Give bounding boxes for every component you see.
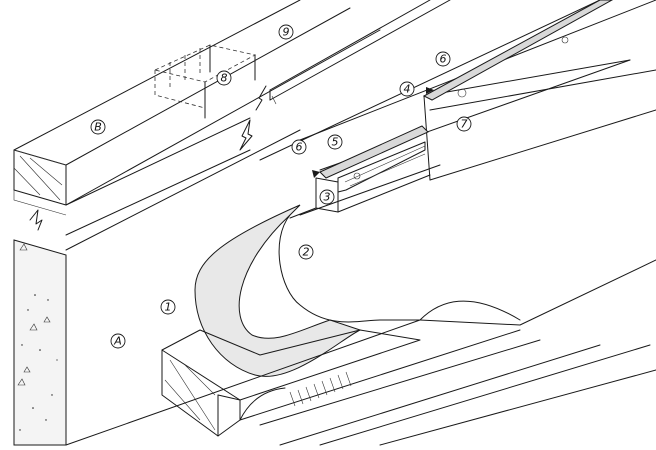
callout-4: 4 — [399, 81, 415, 97]
svg-text:7: 7 — [461, 118, 468, 131]
svg-text:8: 8 — [221, 72, 228, 85]
callout-9: 9 — [278, 24, 294, 40]
upper-layers — [269, 0, 451, 105]
callout-7: 7 — [456, 116, 472, 132]
svg-text:6: 6 — [440, 53, 447, 66]
svg-text:5: 5 — [332, 136, 339, 149]
callout-6-upper: 6 — [435, 51, 451, 67]
callout-A: A — [110, 333, 126, 349]
concrete-wall — [13, 239, 67, 446]
callout-8: 8 — [216, 70, 232, 86]
svg-text:3: 3 — [324, 191, 331, 204]
callout-6-lower: 6 — [291, 139, 307, 155]
svg-text:9: 9 — [283, 26, 290, 39]
callout-1: 1 — [160, 299, 176, 315]
top-blocking — [13, 0, 381, 216]
membrane — [194, 164, 656, 377]
coping-assembly — [289, 0, 656, 219]
lower-nailer — [161, 329, 421, 437]
callout-5: 5 — [327, 134, 343, 150]
hidden-blocking — [153, 44, 257, 119]
callout-B: B — [90, 119, 106, 135]
svg-text:4: 4 — [404, 83, 411, 96]
svg-text:B: B — [94, 121, 102, 134]
svg-text:2: 2 — [303, 246, 310, 259]
svg-text:6: 6 — [296, 141, 303, 154]
callout-3: 3 — [319, 189, 335, 205]
svg-text:1: 1 — [165, 301, 172, 314]
callout-2: 2 — [298, 244, 314, 260]
deck-bottom — [65, 319, 656, 446]
svg-text:A: A — [113, 335, 122, 348]
deck-layers — [29, 0, 656, 251]
